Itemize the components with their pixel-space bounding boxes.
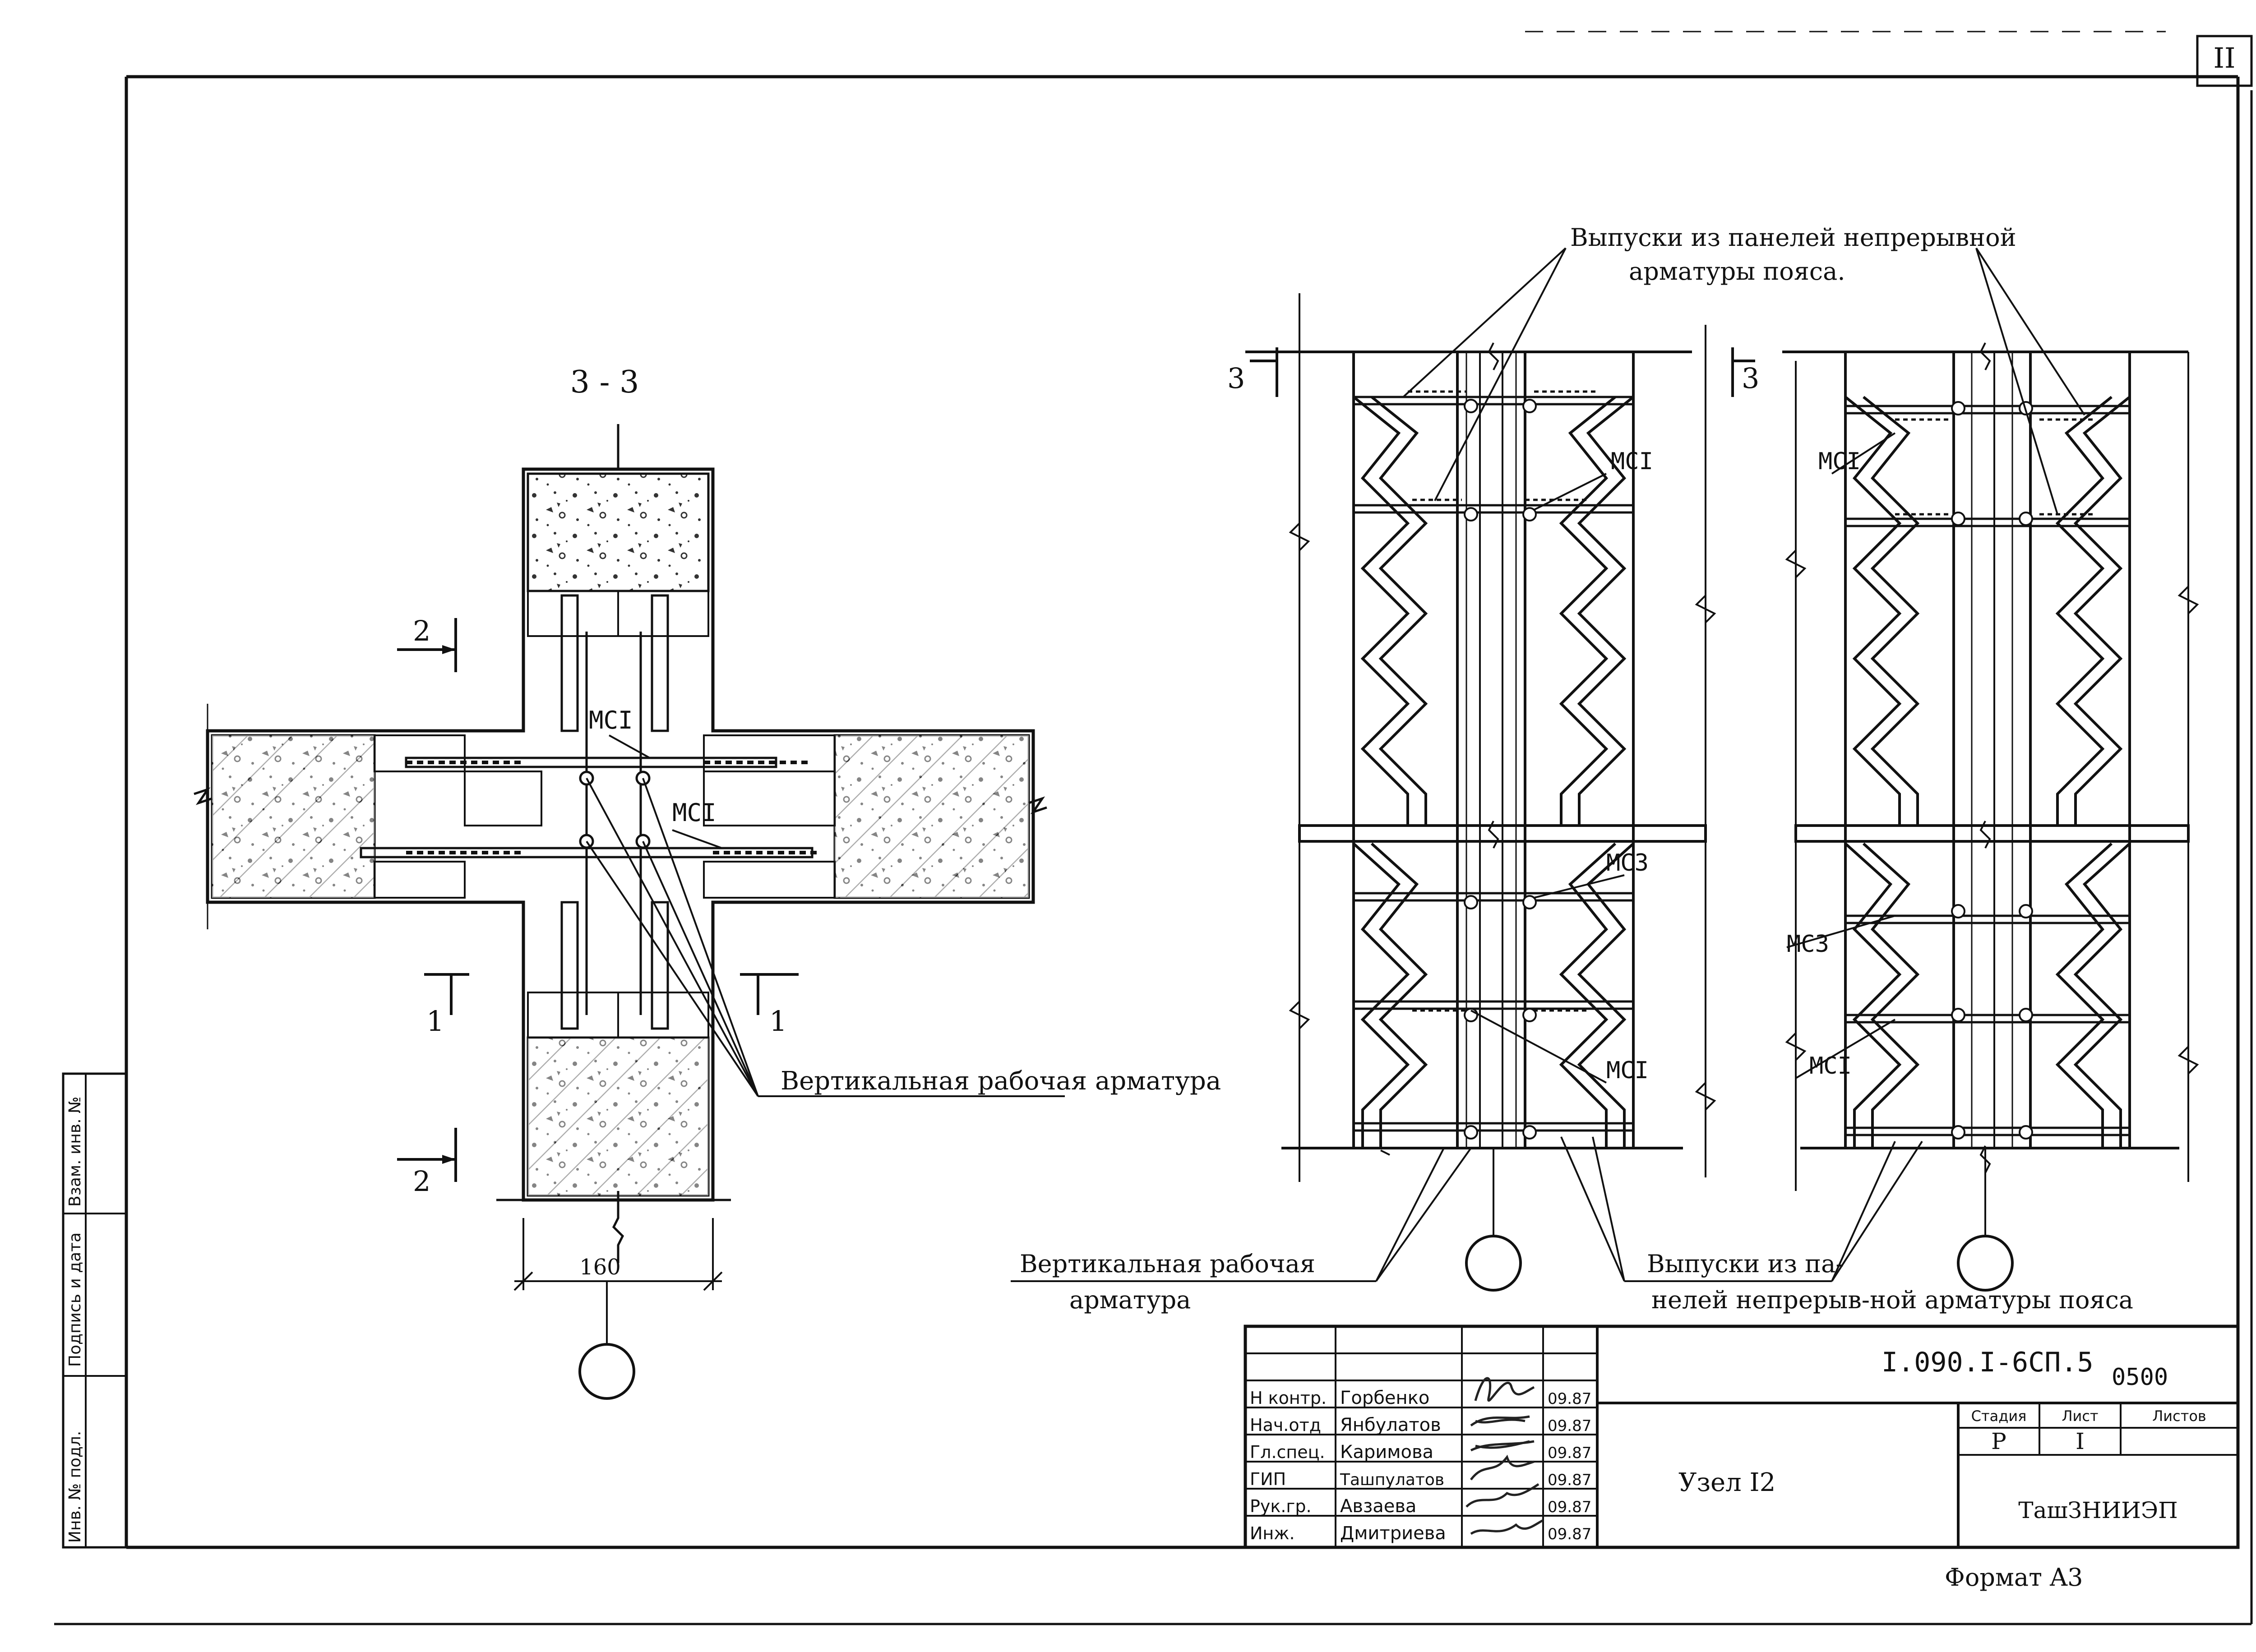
cut-mark-bottom-2: 2	[413, 1165, 430, 1198]
sheet-frame	[54, 31, 2253, 1625]
row-name-2: Каримова	[1340, 1442, 1433, 1463]
stamp-replacement-inv: Взам. инв. №	[66, 1097, 84, 1207]
row-role-inzh: Инж.	[1250, 1523, 1295, 1543]
header-sheet: Лист	[2062, 1407, 2098, 1425]
callout-outlets-bottom-line1: Выпуски из па-	[1647, 1250, 1844, 1278]
elevation-drawings	[1011, 247, 2199, 1292]
title-block	[1244, 1324, 2240, 1549]
row-role-n-kontr: Н контр.	[1250, 1388, 1327, 1408]
callout-outlets-top-line1: Выпуски из панелей непрерывной	[1570, 223, 2016, 252]
cut-mark-top-2: 2	[413, 614, 430, 647]
row-name-4: Авзаева	[1340, 1496, 1416, 1517]
row-name-3: Ташпулатов	[1340, 1471, 1444, 1489]
cut-mark-left-1: 1	[426, 1005, 444, 1038]
sheet-number: II	[2214, 42, 2236, 74]
callout-vertical-rebar-right-line1: Вертикальная рабочая	[1020, 1250, 1315, 1278]
mesh-label-mc3-p1: MC3	[1606, 849, 1649, 877]
mesh-label-mci-p1-bottom: MCI	[1606, 1057, 1649, 1084]
document-code: I.090.I-6СП.5	[1882, 1347, 2094, 1378]
mesh-label-mci-p2-bottom: MCI	[1809, 1052, 1852, 1080]
row-date-3: 09.87	[1548, 1471, 1591, 1489]
mesh-label-mc3-p2: MC3	[1787, 931, 1829, 958]
format-label: Формат A3	[1945, 1563, 2083, 1592]
callout-vertical-rebar-right-line2: арматура	[1069, 1286, 1191, 1314]
row-role-gl-spec: Гл.спец.	[1250, 1442, 1325, 1462]
header-stage: Стадия	[1971, 1407, 2027, 1425]
header-sheets: Листов	[2152, 1407, 2206, 1425]
stamp-signature-date: Подпись и дата	[66, 1232, 84, 1367]
mesh-label-mci-upper: MCI	[589, 706, 633, 734]
section-3-3-title: 3 - 3	[570, 365, 639, 400]
row-role-nach-otd: Нач.отд	[1250, 1415, 1321, 1435]
row-role-gip: ГИП	[1250, 1469, 1286, 1489]
row-date-5: 09.87	[1548, 1525, 1591, 1543]
cut-mark-right-1: 1	[769, 1005, 787, 1038]
stamp-inv-number: Инв. № подл.	[66, 1431, 84, 1543]
organization-name: ТашЗНИИЭП	[2018, 1497, 2177, 1523]
drawing-title: Узел I2	[1678, 1468, 1775, 1497]
value-stage: Р	[1991, 1428, 2006, 1454]
row-name-5: Дмитриева	[1340, 1523, 1446, 1544]
row-date-1: 09.87	[1548, 1417, 1591, 1435]
document-code-extra: 0500	[2112, 1364, 2168, 1391]
handwritten-signatures	[1465, 1377, 1544, 1535]
cut-mark-3-right: 3	[1742, 362, 1759, 395]
section-3-3-drawing	[194, 424, 1065, 1400]
cut-mark-3-left: 3	[1227, 362, 1245, 395]
mesh-label-mci-p1-top: MCI	[1611, 448, 1653, 475]
row-date-0: 09.87	[1548, 1390, 1591, 1408]
callout-outlets-top-line2: арматуры пояса.	[1629, 257, 1845, 286]
row-role-ruk-gr: Рук.гр.	[1250, 1496, 1312, 1516]
row-name-1: Янбулатов	[1340, 1415, 1441, 1435]
title-block-rows: Н контр. Горбенко 09.87 Нач.отд Янбулато…	[1250, 1388, 1591, 1544]
mesh-label-mci-p2-top: MCI	[1818, 448, 1861, 475]
side-stamp	[62, 1072, 128, 1549]
value-sheet: I	[2076, 1428, 2085, 1454]
mesh-label-mci-lower: MCI	[672, 798, 717, 827]
row-date-4: 09.87	[1548, 1498, 1591, 1516]
dimension-160: 160	[579, 1255, 621, 1280]
callout-vertical-rebar-left: Вертикальная рабочая арматура	[781, 1066, 1221, 1096]
row-date-2: 09.87	[1548, 1444, 1591, 1462]
row-name-0: Горбенко	[1340, 1388, 1429, 1408]
callout-outlets-bottom-line2: нелей непрерыв-ной арматуры пояса	[1651, 1286, 2133, 1314]
